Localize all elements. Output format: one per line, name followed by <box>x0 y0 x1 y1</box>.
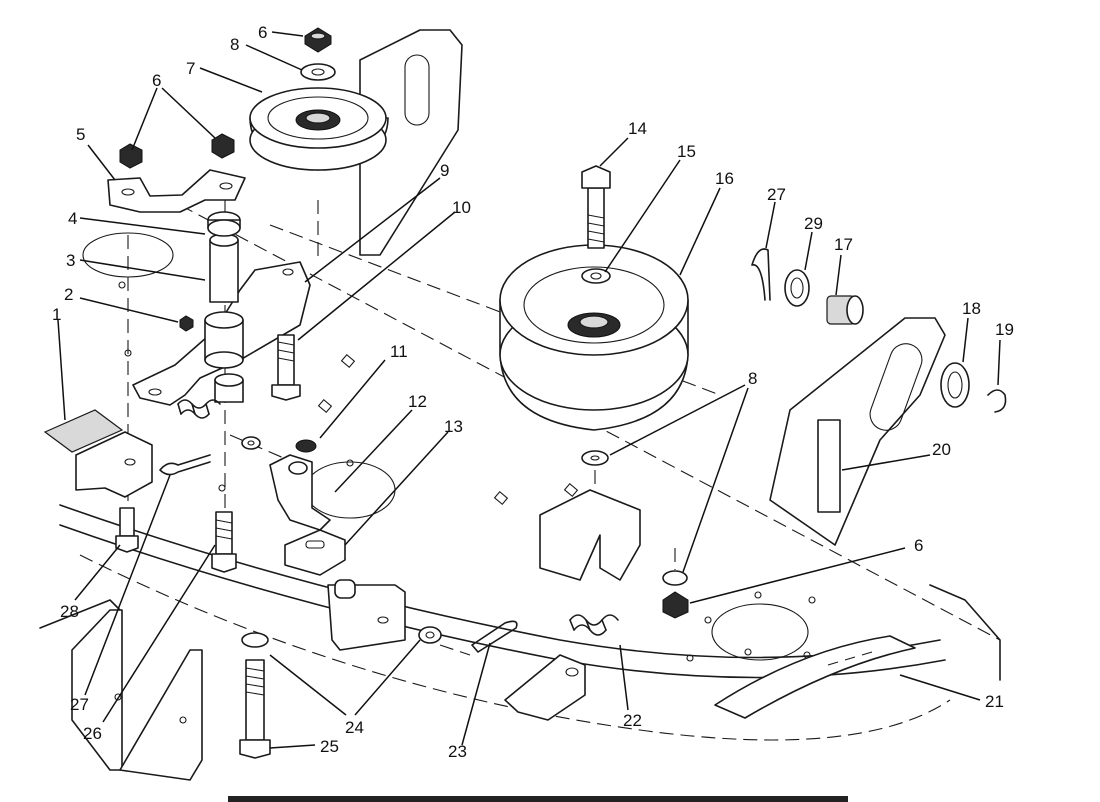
callout-6b: 6 <box>152 71 161 90</box>
callout-21: 21 <box>985 692 1004 711</box>
bolt-10 <box>271 334 301 401</box>
shield-21 <box>714 635 916 719</box>
callout-15: 15 <box>677 142 696 161</box>
callout-17: 17 <box>834 235 853 254</box>
right-slotted-plate <box>769 317 946 546</box>
callout-9: 9 <box>440 161 449 180</box>
callout-4: 4 <box>68 209 77 228</box>
callout-8b: 8 <box>748 369 757 388</box>
callout-12: 12 <box>408 392 427 411</box>
bolt-28 <box>115 507 139 553</box>
bracket-5 <box>107 133 246 213</box>
callout-5: 5 <box>76 125 85 144</box>
center-bracket <box>539 450 689 619</box>
callout-22: 22 <box>623 711 642 730</box>
bracket-13 <box>284 529 406 651</box>
callout-1: 1 <box>52 305 61 324</box>
bottom-cutoff-text <box>228 796 848 802</box>
callout-16: 16 <box>715 169 734 188</box>
callout-20: 20 <box>932 440 951 459</box>
callout-19: 19 <box>995 320 1014 339</box>
idler-pulley-top <box>249 27 389 171</box>
shim-plate <box>43 409 124 453</box>
callout-24: 24 <box>345 718 364 737</box>
callout-27b: 27 <box>767 185 786 204</box>
callout-13: 13 <box>444 417 463 436</box>
callout-7: 7 <box>186 59 195 78</box>
washer-right <box>418 626 442 644</box>
callout-11: 11 <box>390 342 408 361</box>
angle-bracket-left <box>75 431 153 498</box>
callout-6a: 6 <box>258 23 267 42</box>
spring-left <box>177 399 221 419</box>
bracket-12 <box>269 439 331 531</box>
left-side-plates <box>71 609 203 781</box>
right-small-parts <box>751 248 1007 413</box>
callout-25: 25 <box>320 737 339 756</box>
callout-labels: 6 8 7 6 5 4 3 2 1 9 10 11 12 13 14 15 16… <box>52 23 1014 761</box>
callout-3: 3 <box>66 251 75 270</box>
callout-18: 18 <box>962 299 981 318</box>
cotter-pin-23 <box>471 620 518 653</box>
callout-14: 14 <box>628 119 647 138</box>
cotter-pin-left <box>159 454 211 476</box>
callout-2: 2 <box>64 285 73 304</box>
callout-26: 26 <box>83 724 102 743</box>
washer-left <box>241 436 261 450</box>
bushing-stack <box>204 211 244 403</box>
leader-lines <box>57 31 1001 749</box>
bolt-26 <box>211 511 237 573</box>
main-pulley <box>499 165 689 431</box>
bolt-25 <box>239 632 271 759</box>
spring-right <box>504 614 619 721</box>
callout-27a: 27 <box>70 695 89 714</box>
callout-8a: 8 <box>230 35 239 54</box>
nut-2 <box>179 315 194 332</box>
callout-29: 29 <box>804 214 823 233</box>
callout-23: 23 <box>448 742 467 761</box>
callout-10: 10 <box>452 198 471 217</box>
rear-slotted-plate <box>359 29 463 256</box>
callout-28: 28 <box>60 602 79 621</box>
callout-6d: 6 <box>914 536 923 555</box>
